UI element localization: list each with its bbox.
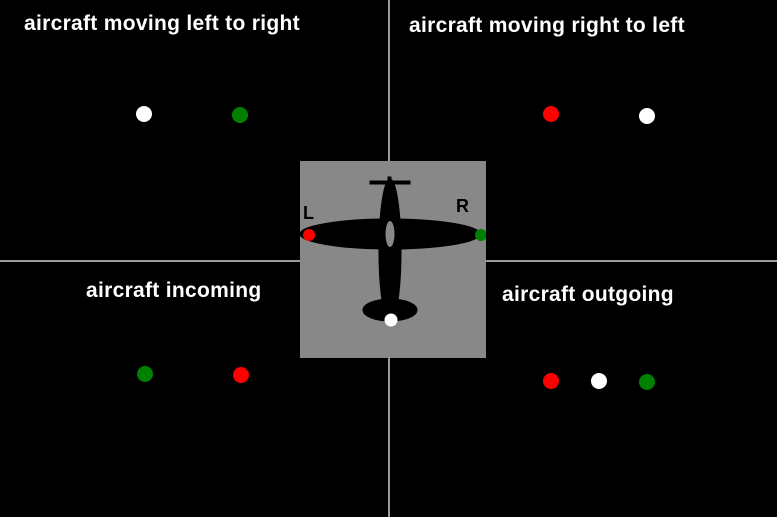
bl-light-1 [137, 366, 153, 382]
tr-light-1 [543, 106, 559, 122]
label-outgoing: aircraft outgoing [502, 283, 674, 306]
tr-light-2 [639, 108, 655, 124]
label-left-to-right: aircraft moving left to right [24, 12, 300, 35]
aircraft-top-view-icon [300, 161, 486, 358]
label-incoming: aircraft incoming [86, 279, 262, 302]
tl-light-1 [136, 106, 152, 122]
label-right-to-left: aircraft moving right to left [409, 14, 685, 37]
aircraft-panel: L R [300, 161, 486, 358]
left-side-label: L [303, 203, 314, 223]
bl-light-2 [233, 367, 249, 383]
br-light-3 [639, 374, 655, 390]
tail-light [384, 313, 398, 327]
tl-light-2 [232, 107, 248, 123]
right-wingtip-light [475, 229, 486, 241]
left-wingtip-light [303, 229, 315, 241]
br-light-2 [591, 373, 607, 389]
br-light-1 [543, 373, 559, 389]
right-side-label: R [456, 196, 469, 216]
cockpit [385, 221, 395, 247]
